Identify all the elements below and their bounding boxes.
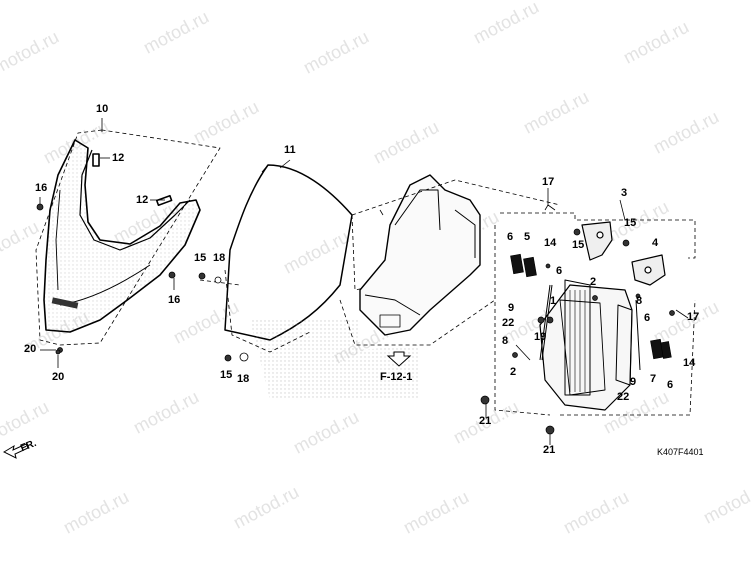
callout-18a: 18: [213, 252, 226, 264]
callout-6d: 6: [667, 379, 674, 391]
callout-11: 11: [284, 144, 296, 156]
fasteners: [480, 228, 675, 435]
callout-5: 5: [524, 231, 531, 243]
callout-2a: 2: [590, 276, 597, 288]
reference-arrow: [386, 351, 412, 367]
callout-12b: 12: [136, 194, 149, 206]
screw-15a: [198, 272, 206, 280]
screen-bracket: [339, 174, 561, 346]
callout-16b: 16: [168, 294, 181, 306]
callout-6a: 6: [507, 231, 514, 243]
callout-16a: 16: [35, 182, 48, 194]
callout-4: 4: [652, 237, 659, 249]
callout-12a: 12: [112, 152, 125, 164]
callout-15a: 15: [194, 252, 207, 264]
callout-6b: 6: [556, 265, 563, 277]
screw-16b: [168, 271, 176, 279]
spring-7: [650, 338, 672, 360]
washer-18b: [239, 352, 249, 362]
callout-15d: 15: [624, 217, 637, 229]
washer-18a: [214, 276, 222, 284]
callout-21a: 21: [479, 415, 492, 427]
section-reference: F-12-1: [380, 371, 413, 383]
screw-16a: [36, 203, 44, 211]
front-direction-arrow: [2, 443, 29, 459]
callout-15c: 15: [572, 239, 585, 251]
callout-21b: 21: [543, 444, 556, 456]
callout-2b: 2: [510, 366, 517, 378]
callout-8a: 8: [502, 335, 509, 347]
callout-1: 1: [550, 295, 557, 307]
callout-7: 7: [650, 373, 657, 385]
callout-19: 19: [534, 331, 547, 343]
callout-14b: 14: [683, 357, 696, 369]
callout-20a: 20: [24, 343, 37, 355]
callout-14a: 14: [544, 237, 557, 249]
callout-17a: 17: [542, 176, 555, 188]
screw-20b: [55, 349, 61, 355]
callout-9a: 9: [508, 302, 515, 314]
callout-9b: 9: [630, 376, 637, 388]
callout-10: 10: [96, 103, 109, 115]
adjuster-assembly: [485, 188, 696, 445]
callout-3: 3: [621, 187, 628, 199]
callout-22b: 22: [617, 391, 630, 403]
spring-5: [510, 253, 537, 278]
callout-20b: 20: [52, 371, 65, 383]
callout-15b: 15: [220, 369, 233, 381]
callout-18b: 18: [237, 373, 250, 385]
front-cowl-panel: [35, 118, 221, 368]
callout-8b: 8: [636, 295, 643, 307]
callout-6c: 6: [644, 312, 651, 324]
callout-22a: 22: [502, 317, 515, 329]
screw-15b: [224, 354, 232, 362]
diagram-code: K407F4401: [657, 447, 704, 457]
callout-17b: 17: [687, 311, 700, 323]
